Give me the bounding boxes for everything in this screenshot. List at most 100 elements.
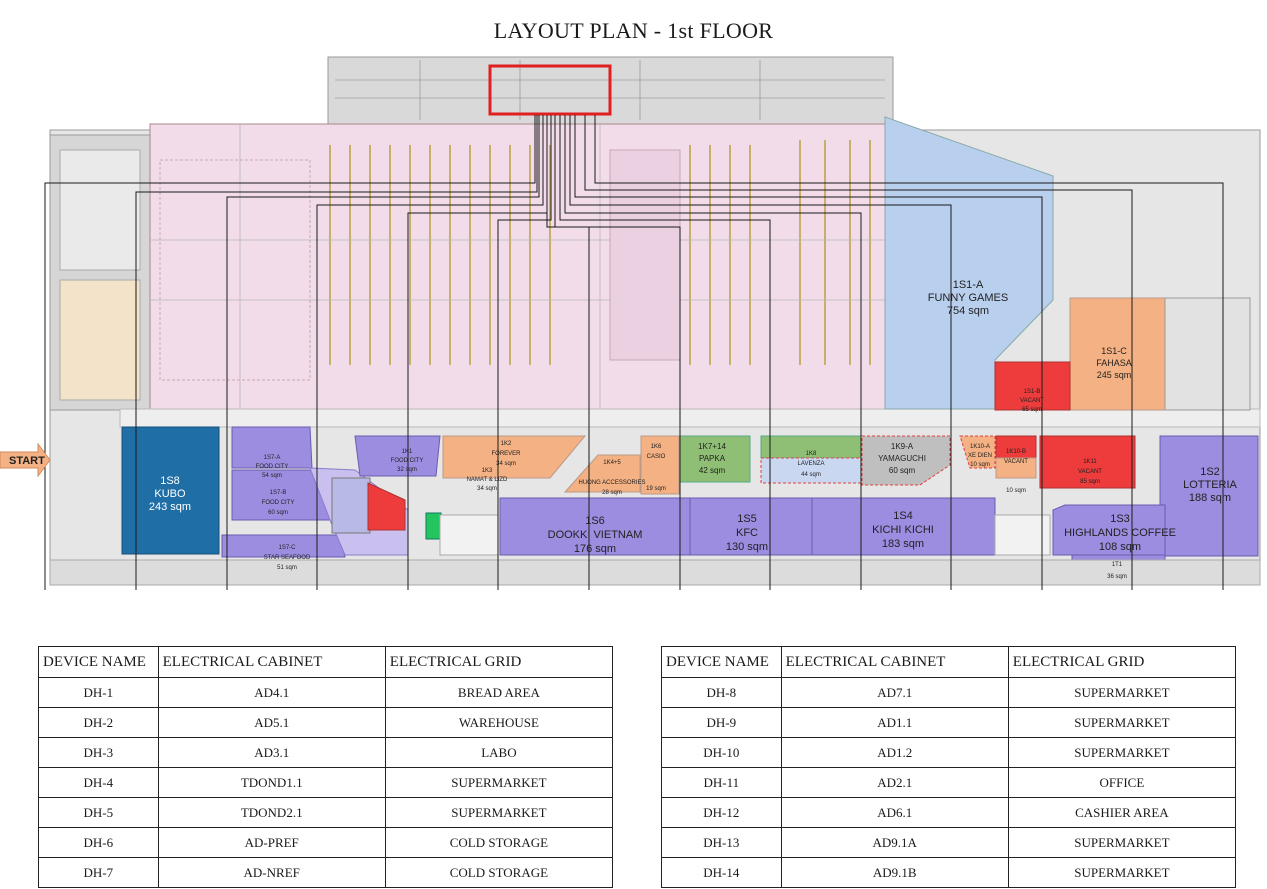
unit-label-1s8-name: KUBO bbox=[154, 488, 186, 500]
header-device-name: DEVICE NAME bbox=[38, 646, 159, 678]
unit-label-1s2-code: 1S2 bbox=[1200, 466, 1220, 478]
unit-label-1s7-b-code: 1S7-B bbox=[270, 490, 287, 496]
grid-cell: COLD STORAGE bbox=[384, 857, 614, 888]
unit-label-1k9-a-code: 1K9-A bbox=[891, 442, 914, 451]
unit-1k4-5 bbox=[563, 454, 641, 493]
unit-label-1k3-code: 1K3 bbox=[482, 468, 493, 474]
unit-label-1k11-code: 1K11 bbox=[1083, 459, 1097, 465]
device-name-cell: DH-11 bbox=[661, 767, 782, 798]
escalator-left bbox=[439, 514, 499, 556]
cabinet-cell: AD4.1 bbox=[157, 677, 386, 708]
unit-label-1s1-a-area: 754 sqm bbox=[947, 305, 989, 317]
grid-cell: SUPERMARKET bbox=[1007, 827, 1237, 858]
unit-label-1k10-b-code: 1K10-B bbox=[1006, 449, 1026, 455]
cabinet-cell: AD-NREF bbox=[157, 857, 386, 888]
cabinet-cell: AD2.1 bbox=[780, 767, 1009, 798]
unit-label-1s7-a-area: 54 sqm bbox=[262, 473, 282, 479]
device-name-cell: DH-1 bbox=[38, 677, 159, 708]
cabinet-cell: AD-PREF bbox=[157, 827, 386, 858]
grid-cell: SUPERMARKET bbox=[1007, 737, 1237, 768]
cabinet-cell: TDOND1.1 bbox=[157, 767, 386, 798]
device-name-cell: DH-2 bbox=[38, 707, 159, 738]
device-name-cell: DH-6 bbox=[38, 827, 159, 858]
device-name-cell: DH-9 bbox=[661, 707, 782, 738]
unit-label-1s1-a-name: FUNNY GAMES bbox=[928, 292, 1008, 304]
unit-1k11 bbox=[1039, 435, 1136, 489]
unit-label-1k11-area: 85 sqm bbox=[1080, 479, 1100, 485]
cabinet-cell: AD5.1 bbox=[157, 707, 386, 738]
unit-label-1s5-area: 130 sqm bbox=[726, 541, 768, 553]
unit-label-1k8-name: LAVENZA bbox=[798, 461, 825, 467]
stair-core-right bbox=[1164, 297, 1251, 411]
cabinet-cell: TDOND2.1 bbox=[157, 797, 386, 828]
unit-label-1s3-code: 1S3 bbox=[1110, 513, 1130, 525]
unit-label-1k10-b-name: VACANT bbox=[1004, 459, 1028, 465]
unit-label-1k6-name: CASIO bbox=[647, 454, 666, 460]
unit-label-1s1-c-area: 245 sqm bbox=[1097, 370, 1132, 380]
cabinet-cell: AD1.1 bbox=[780, 707, 1009, 738]
device-name-cell: DH-8 bbox=[661, 677, 782, 708]
unit-1k6 bbox=[640, 435, 680, 495]
unit-1k8 bbox=[760, 457, 862, 484]
unit-label-1s4-code: 1S4 bbox=[893, 510, 913, 522]
unit-vacant-small bbox=[367, 482, 406, 531]
escalator-right bbox=[994, 514, 1051, 556]
unit-label-1s4-name: KICHI KICHI bbox=[872, 524, 934, 536]
start-label: START bbox=[9, 455, 45, 467]
device-name-cell: DH-12 bbox=[661, 797, 782, 828]
unit-label-1k2-name: FOREVER bbox=[491, 451, 521, 457]
unit-label-1s8-code: 1S8 bbox=[160, 475, 180, 487]
unit-1s7-c bbox=[221, 534, 346, 558]
device-leader-lines bbox=[44, 115, 1224, 590]
grid-cell: COLD STORAGE bbox=[384, 827, 614, 858]
cabinet-cell: AD9.1A bbox=[780, 827, 1009, 858]
unit-label-1s6-area: 176 sqm bbox=[574, 543, 616, 555]
unit-1k9-a bbox=[861, 435, 951, 486]
table-header-row: DEVICE NAME ELECTRICAL CABINET ELECTRICA… bbox=[38, 646, 614, 678]
start-arrow: START bbox=[0, 442, 51, 478]
unit-label-1k1-area: 32 sqm bbox=[397, 467, 417, 473]
unit-label-1k1-name: FOOD CITY bbox=[391, 458, 424, 464]
cabinet-cell: AD6.1 bbox=[780, 797, 1009, 828]
unit-label-1k10-b-area: 10 sqm bbox=[1006, 488, 1026, 494]
unit-label-1t1-area: 36 sqm bbox=[1107, 574, 1127, 580]
unit-label-1k6-area: 19 sqm bbox=[646, 486, 666, 492]
unit-label-1s5-name: KFC bbox=[736, 527, 758, 539]
unit-label-1k3-area: 34 sqm bbox=[477, 486, 497, 492]
grid-cell: SUPERMARKET bbox=[1007, 857, 1237, 888]
device-name-cell: DH-7 bbox=[38, 857, 159, 888]
front-walkway bbox=[49, 559, 1261, 586]
header-electrical-cabinet: ELECTRICAL CABINET bbox=[157, 646, 386, 678]
unit-label-1k10-a-code: 1K10-A bbox=[970, 444, 990, 450]
unit-label-1s1-a-code: 1S1-A bbox=[953, 279, 984, 291]
corridor bbox=[119, 408, 1261, 428]
grid-cell: WAREHOUSE bbox=[384, 707, 614, 738]
unit-label-1s7-a-name: FOOD CITY bbox=[256, 464, 289, 470]
unit-label-1s1-b-area: 65 sqm bbox=[1022, 407, 1042, 413]
header-electrical-grid: ELECTRICAL GRID bbox=[1007, 646, 1237, 678]
device-name-cell: DH-14 bbox=[661, 857, 782, 888]
grid-cell: SUPERMARKET bbox=[1007, 677, 1237, 708]
unit-1k2-1k3 bbox=[442, 435, 587, 479]
unit-label-1s7-c-area: 51 sqm bbox=[277, 565, 297, 571]
supermarket-grid bbox=[150, 124, 885, 409]
unit-label-1k2-code: 1K2 bbox=[501, 441, 512, 447]
unit-label-1t1-code: 1T1 bbox=[1112, 562, 1123, 568]
device-name-cell: DH-4 bbox=[38, 767, 159, 798]
unit-1s1-b bbox=[994, 361, 1071, 411]
unit-1k7-14 bbox=[679, 435, 751, 483]
unit-1k10-a bbox=[959, 435, 996, 469]
unit-label-1s2-area: 188 sqm bbox=[1189, 492, 1231, 504]
device-name-cell: DH-13 bbox=[661, 827, 782, 858]
cabinet-cell: AD7.1 bbox=[780, 677, 1009, 708]
unit-label-1s8-area: 243 sqm bbox=[149, 501, 191, 513]
unit-1s3 bbox=[1052, 504, 1166, 556]
